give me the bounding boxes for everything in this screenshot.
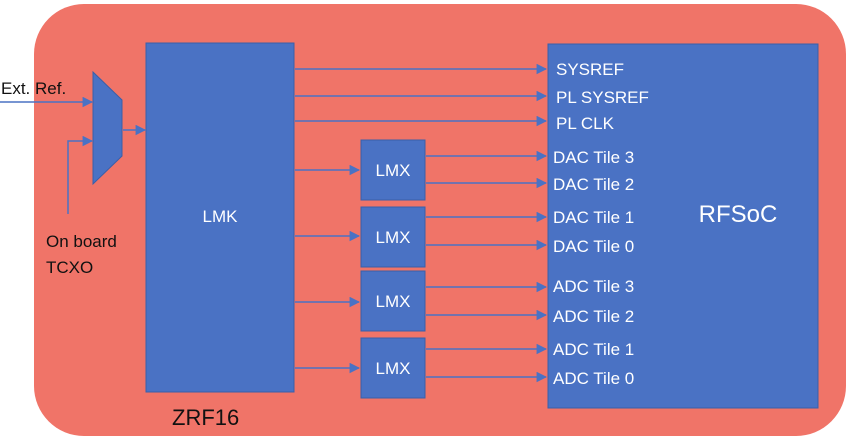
signal-label-dac-tile-2: DAC Tile 2 — [553, 175, 634, 194]
lmk-label: LMK — [203, 207, 239, 226]
signal-label-adc-tile-0: ADC Tile 0 — [553, 369, 634, 388]
signal-label-adc-tile-1: ADC Tile 1 — [553, 340, 634, 359]
lmk-block — [145, 42, 295, 393]
tcxo-wire — [67, 135, 94, 214]
signal-label-dac-tile-1: DAC Tile 1 — [553, 208, 634, 227]
tcxo-label-line2: TCXO — [46, 258, 93, 277]
signal-label-dac-tile-3: DAC Tile 3 — [553, 148, 634, 167]
lmx-block — [360, 337, 426, 399]
rfsoc-block — [547, 43, 819, 409]
signal-label-dac-tile-0: DAC Tile 0 — [553, 237, 634, 256]
tcxo-label-line1: On board — [46, 232, 117, 251]
ext-ref-label: Ext. Ref. — [1, 79, 66, 98]
lmx-block — [360, 139, 426, 201]
signal-label-adc-tile-3: ADC Tile 3 — [553, 277, 634, 296]
signal-label-adc-tile-2: ADC Tile 2 — [553, 307, 634, 326]
lmx-label: LMX — [376, 292, 411, 311]
board-label: ZRF16 — [172, 405, 239, 430]
signal-label-pl-sysref: PL SYSREF — [556, 88, 649, 107]
reference-mux — [92, 70, 123, 186]
lmx-block — [360, 270, 426, 332]
signal-label-pl-clk: PL CLK — [556, 114, 615, 133]
rfsoc-label: RFSoC — [699, 201, 778, 228]
lmx-block — [360, 206, 426, 268]
lmx-label: LMX — [376, 161, 411, 180]
lmx-label: LMX — [376, 228, 411, 247]
signal-label-sysref: SYSREF — [556, 60, 624, 79]
lmx-label: LMX — [376, 359, 411, 378]
